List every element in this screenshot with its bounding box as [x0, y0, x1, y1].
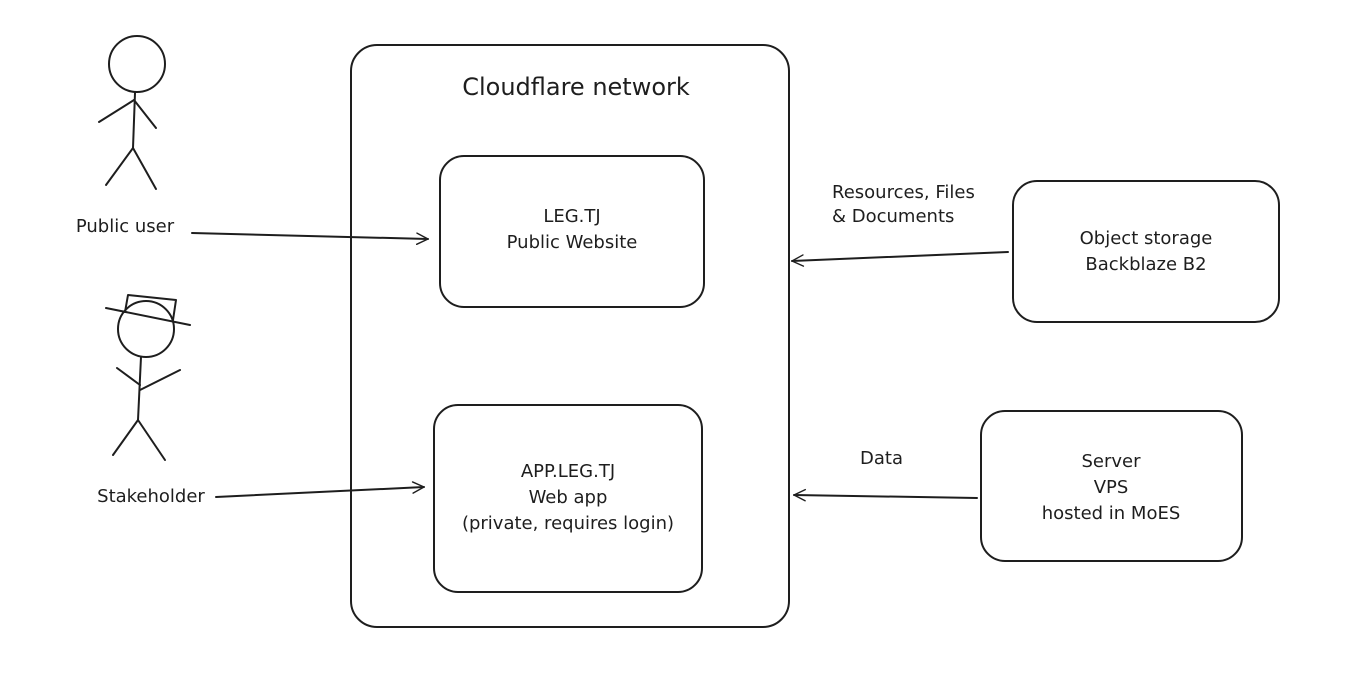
web-app-domain: APP.LEG.TJ	[521, 461, 615, 482]
web-app-note: (private, requires login)	[462, 513, 674, 534]
server-host: hosted in MoES	[1042, 503, 1181, 524]
cloudflare-network-container: Cloudflare network	[350, 44, 790, 628]
stakeholder-label: Stakeholder	[97, 486, 205, 507]
server-node: Server VPS hosted in MoES	[980, 410, 1243, 562]
arrow-storage-to-cloudflare	[791, 251, 1009, 267]
web-app-label: Web app	[529, 487, 608, 508]
public-website-label: Public Website	[507, 232, 638, 253]
storage-edge-label-line1: Resources, Files	[832, 182, 975, 203]
server-type: VPS	[1094, 477, 1129, 498]
public-user-actor-icon	[98, 35, 166, 190]
server-edge-label: Data	[860, 448, 903, 469]
stakeholder-actor-icon	[105, 294, 191, 461]
arrow-stakeholder-to-web-app	[215, 481, 425, 498]
object-storage-title: Object storage	[1080, 228, 1213, 249]
arrow-public-user-to-website	[191, 232, 429, 246]
arrow-server-to-cloudflare	[793, 488, 978, 502]
public-user-label: Public user	[76, 216, 175, 237]
public-website-node: LEG.TJ Public Website	[439, 155, 705, 308]
public-website-domain: LEG.TJ	[543, 206, 600, 227]
server-title: Server	[1081, 451, 1141, 472]
web-app-node: APP.LEG.TJ Web app (private, requires lo…	[433, 404, 703, 593]
cloudflare-network-title: Cloudflare network	[462, 73, 690, 101]
storage-edge-label-line2: & Documents	[832, 206, 954, 227]
object-storage-provider: Backblaze B2	[1085, 254, 1206, 275]
object-storage-node: Object storage Backblaze B2	[1012, 180, 1280, 323]
